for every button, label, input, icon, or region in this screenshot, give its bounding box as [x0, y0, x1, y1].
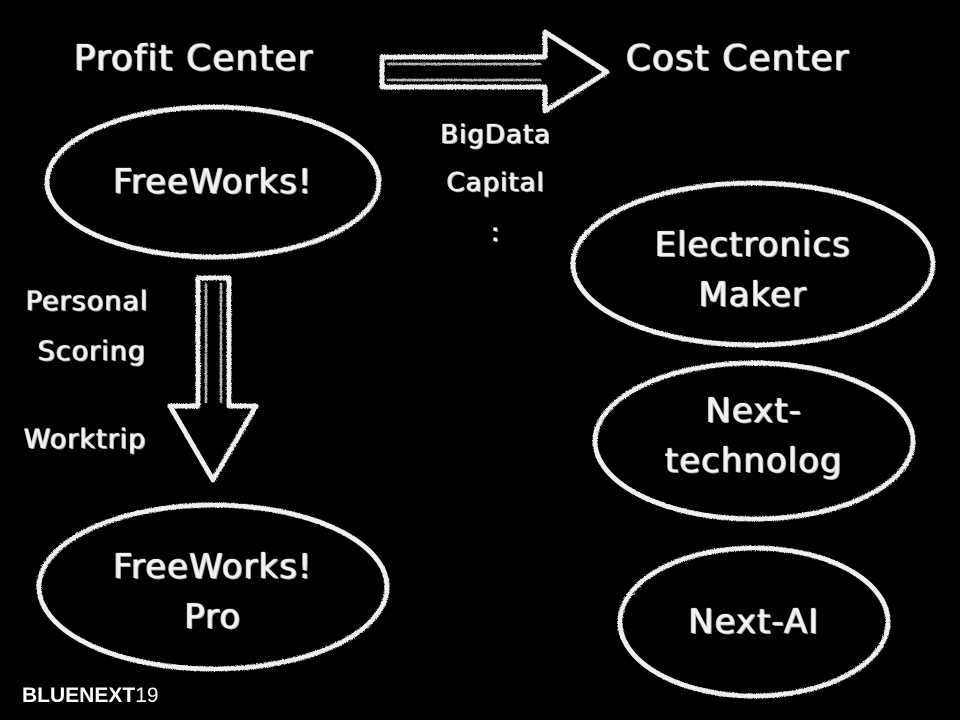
side-label-personal: Personal [26, 286, 149, 317]
freeworks-pro-ellipse [36, 502, 390, 672]
cost-center-heading: Cost Center [626, 38, 850, 79]
brand-name: BLUENEXT [22, 684, 136, 707]
freeworks-ellipse [44, 104, 382, 260]
down-arrow [167, 275, 259, 483]
node-next-ai: Next-AI [688, 602, 820, 642]
next-ai-ellipse [617, 545, 891, 699]
node-freeworks: FreeWorks! [113, 162, 313, 202]
side-label-worktrip: Worktrip [24, 424, 147, 455]
arrow-label-bigdata: BigData [440, 120, 552, 150]
right-arrow [379, 29, 610, 114]
node-nexttech-line2: technolog [665, 441, 843, 481]
node-freeworks-pro-line2: Pro [184, 597, 242, 637]
brand-logo: BLUENEXT19 [22, 684, 159, 708]
profit-center-heading: Profit Center [74, 38, 314, 79]
node-freeworks-pro-line1: FreeWorks! [113, 547, 313, 587]
brand-number: 19 [135, 684, 159, 707]
arrow-label-colon: : [491, 218, 501, 248]
side-label-scoring: Scoring [38, 336, 147, 367]
node-electronics-line2: Maker [698, 275, 808, 315]
node-electronics-line1: Electronics [654, 225, 852, 265]
next-technolog-ellipse [592, 360, 916, 522]
electronics-maker-ellipse [570, 180, 936, 348]
arrow-label-capital: Capital [446, 168, 546, 198]
node-nexttech-line1: Next- [705, 391, 803, 431]
